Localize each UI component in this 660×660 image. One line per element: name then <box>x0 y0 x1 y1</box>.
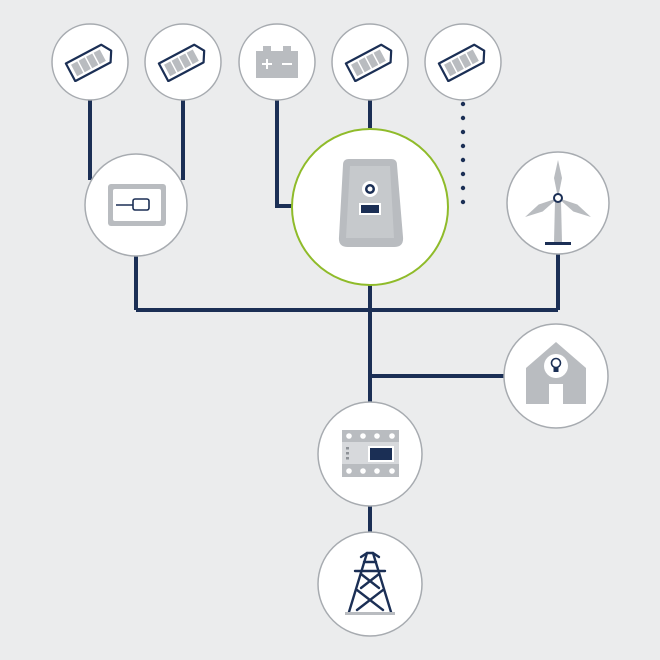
wind-turbine-icon <box>525 160 591 245</box>
node-battery <box>238 23 316 101</box>
house-lightbulb-icon <box>526 342 586 404</box>
node-solar-module-4 <box>424 23 502 101</box>
energy-meter-icon <box>342 430 399 477</box>
node-string-inverter <box>84 153 188 257</box>
node-power-grid <box>317 531 423 637</box>
node-wind-turbine <box>506 151 610 255</box>
node-solar-module-3 <box>331 23 409 101</box>
node-hybrid-inverter <box>291 128 449 286</box>
connections <box>88 100 560 532</box>
node-solar-module-1 <box>51 23 129 101</box>
dotted-link-solar-4-hub <box>460 101 466 205</box>
hybrid-inverter-icon <box>338 159 404 247</box>
transmission-tower-icon <box>347 551 393 614</box>
inverter-icon <box>108 184 166 226</box>
node-solar-module-2 <box>144 23 222 101</box>
battery-icon <box>256 46 298 78</box>
node-energy-meter <box>317 401 423 507</box>
link-battery-hub <box>275 100 296 208</box>
ground-line <box>345 612 395 615</box>
node-home <box>503 323 609 429</box>
